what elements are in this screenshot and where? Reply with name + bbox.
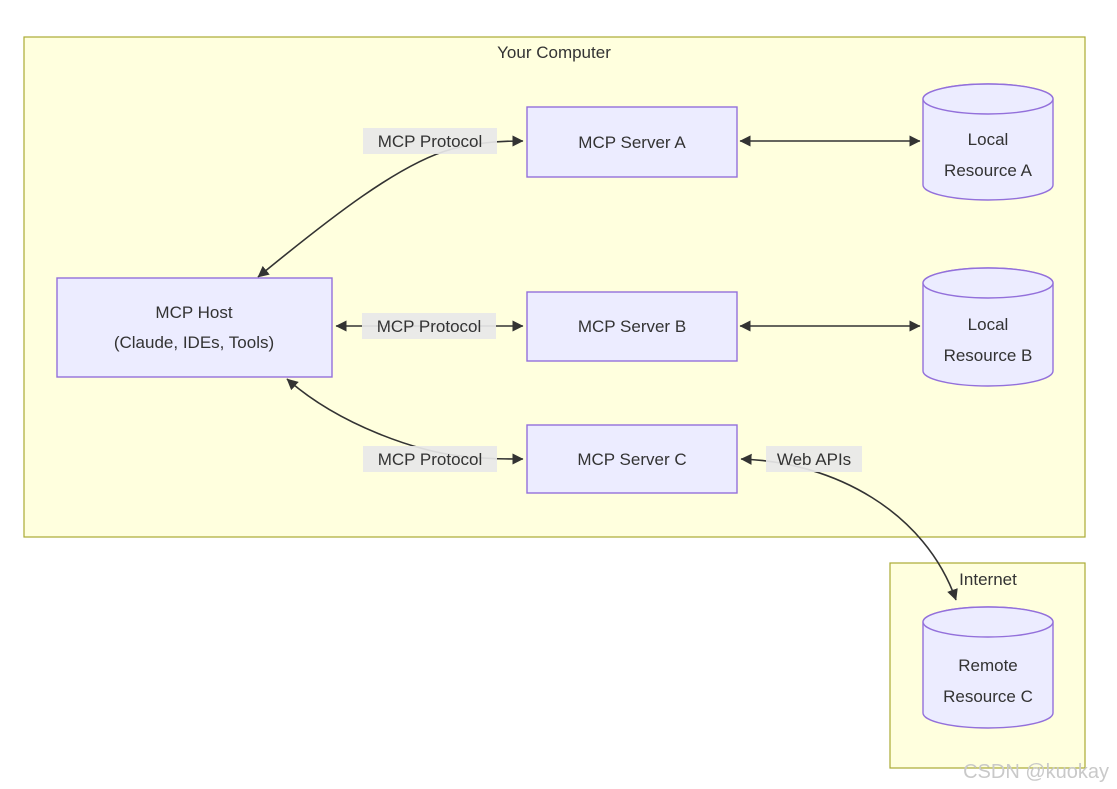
cluster-internet-title: Internet <box>959 570 1017 589</box>
node-label-line1: Local <box>968 130 1009 149</box>
edge-label-text: MCP Protocol <box>377 317 482 336</box>
node-box <box>526 291 738 362</box>
cylinder-top <box>922 267 1054 299</box>
edge-label-text: MCP Protocol <box>378 450 483 469</box>
watermark-text: CSDN @kuokay <box>963 761 1109 783</box>
node-local-resource-a: Local Resource A <box>922 83 1054 201</box>
node-label-line2: Resource B <box>944 346 1033 365</box>
node-label-line2: Resource A <box>944 161 1033 180</box>
edge-label-bg <box>766 446 862 472</box>
node-label: MCP Server B <box>578 317 686 336</box>
node-local-resource-b: Local Resource B <box>922 267 1054 387</box>
edge-label-host-server-a: MCP Protocol <box>363 128 497 154</box>
edge-label-web-apis: Web APIs <box>766 446 862 472</box>
edge-label-bg <box>363 446 497 472</box>
node-box <box>56 277 333 378</box>
node-label-line1: Remote <box>958 656 1018 675</box>
edge-label-bg <box>362 313 496 339</box>
node-box <box>526 424 738 494</box>
node-mcp-server-b: MCP Server B <box>526 291 738 362</box>
cylinder-top <box>922 606 1054 638</box>
node-box <box>526 106 738 178</box>
edge-label-text: MCP Protocol <box>378 132 483 151</box>
node-label: MCP Server A <box>578 133 686 152</box>
node-label-line1: MCP Host <box>155 303 232 322</box>
edge-label-host-server-b: MCP Protocol <box>362 313 496 339</box>
node-label: MCP Server C <box>577 450 686 469</box>
node-label-line1: Local <box>968 315 1009 334</box>
node-mcp-server-a: MCP Server A <box>526 106 738 178</box>
node-label-line2: Resource C <box>943 687 1033 706</box>
cylinder-top <box>922 83 1054 115</box>
node-mcp-host: MCP Host (Claude, IDEs, Tools) <box>56 277 333 378</box>
node-remote-resource-c: Remote Resource C <box>922 606 1054 729</box>
edge-label-text: Web APIs <box>777 450 851 469</box>
cluster-your-computer-title: Your Computer <box>497 43 611 62</box>
node-label-line2: (Claude, IDEs, Tools) <box>114 333 274 352</box>
node-mcp-server-c: MCP Server C <box>526 424 738 494</box>
edge-label-host-server-c: MCP Protocol <box>363 446 497 472</box>
edge-label-bg <box>363 128 497 154</box>
